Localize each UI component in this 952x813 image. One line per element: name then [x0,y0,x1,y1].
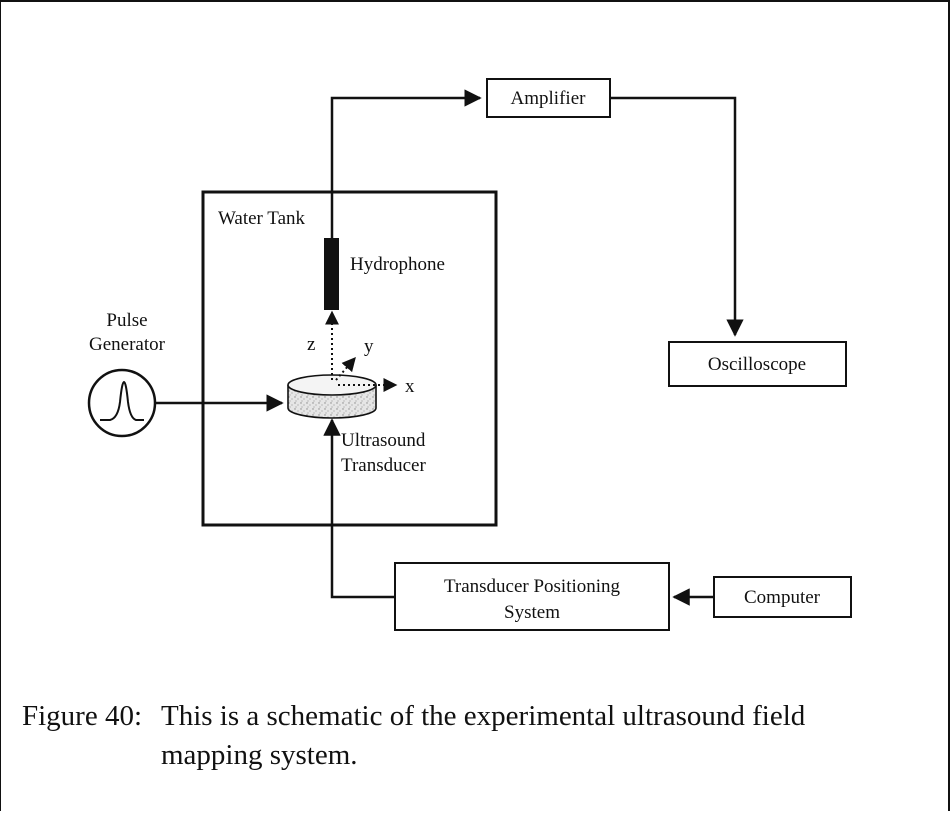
hydrophone-to-amplifier-line [330,89,482,238]
water-tank-box [201,190,498,527]
water-tank-label: Water Tank [218,208,306,229]
amplifier-to-oscilloscope-line [610,96,744,337]
oscilloscope-block [668,341,847,387]
amplifier-block [486,78,611,118]
oscilloscope-label: Oscilloscope [708,354,806,375]
positioning-to-transducer-line [323,418,395,599]
pulse-generator-symbol [87,368,157,438]
caption-line-2: mapping system. [22,736,922,775]
pulse-shape-icon [100,380,144,421]
axis-x-label: x [405,376,415,397]
positioning-system-label-line2: System [504,602,560,623]
positioning-system-block [394,562,670,631]
computer-block [713,576,852,618]
amplifier-label: Amplifier [511,88,587,109]
pulse-label: Pulse [106,310,147,331]
transducer-label: Transducer [341,455,426,476]
figure-caption: Figure 40: This is a schematic of the exp… [22,697,922,775]
hydrophone-element [324,238,339,310]
positioning-system-label-line1: Transducer Positioning [444,576,621,597]
generator-label: Generator [89,334,166,355]
hydrophone-label: Hydrophone [350,254,445,275]
ultrasound-label: Ultrasound [341,430,426,451]
caption-text-line-1: This is a schematic of the experimental … [161,700,806,732]
axis-z-label: z [307,334,315,355]
figure-number: Figure 40: [22,700,143,732]
computer-label: Computer [744,587,821,608]
caption-text-line-2: mapping system. [161,739,358,771]
axis-y-label: y [364,336,374,357]
caption-line-1: Figure 40: This is a schematic of the exp… [22,697,922,736]
